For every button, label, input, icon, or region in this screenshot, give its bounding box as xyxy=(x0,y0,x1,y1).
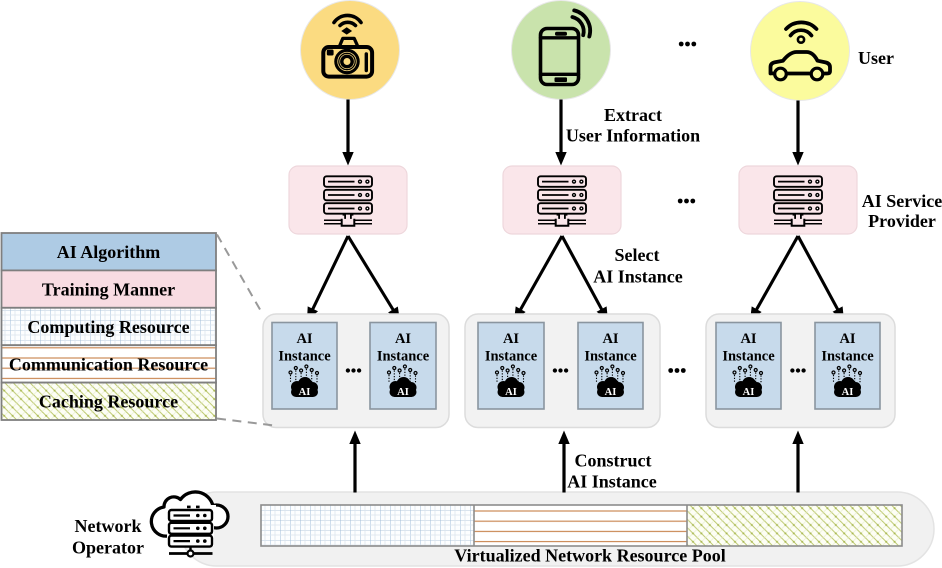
svg-text:AI: AI xyxy=(842,387,854,398)
svg-text:Communication Resource: Communication Resource xyxy=(9,354,208,374)
svg-text:AI Instance: AI Instance xyxy=(567,472,657,492)
svg-text:Instance: Instance xyxy=(722,349,775,365)
svg-text:Select: Select xyxy=(615,245,660,265)
svg-text:Instance: Instance xyxy=(485,349,538,365)
svg-text:AI Service: AI Service xyxy=(862,191,942,211)
svg-text:Network: Network xyxy=(75,516,142,536)
svg-text:Virtualized Network Resource P: Virtualized Network Resource Pool xyxy=(454,546,725,566)
svg-text:AI Instance: AI Instance xyxy=(593,267,683,287)
svg-text:AI: AI xyxy=(839,331,855,347)
svg-text:AI: AI xyxy=(395,331,411,347)
svg-text:Training Manner: Training Manner xyxy=(42,280,175,300)
svg-text:Computing Resource: Computing Resource xyxy=(27,317,189,337)
svg-text:AI Algorithm: AI Algorithm xyxy=(57,242,161,262)
svg-text:AI: AI xyxy=(605,387,617,398)
svg-text:AI: AI xyxy=(299,387,311,398)
svg-text:AI: AI xyxy=(503,331,519,347)
svg-text:Instance: Instance xyxy=(821,349,874,365)
svg-text:AI: AI xyxy=(397,387,409,398)
svg-text:Operator: Operator xyxy=(72,538,144,558)
svg-text:AI: AI xyxy=(505,387,517,398)
svg-text:User Information: User Information xyxy=(566,126,700,146)
svg-text:Instance: Instance xyxy=(584,349,637,365)
svg-text:AI: AI xyxy=(743,387,755,398)
svg-text:AI: AI xyxy=(740,331,756,347)
svg-text:Construct: Construct xyxy=(575,451,652,471)
svg-text:Instance: Instance xyxy=(278,349,331,365)
svg-text:Extract: Extract xyxy=(604,105,662,125)
svg-text:Instance: Instance xyxy=(377,349,430,365)
svg-text:Provider: Provider xyxy=(868,211,936,231)
svg-text:AI: AI xyxy=(296,331,312,347)
svg-text:AI: AI xyxy=(602,331,618,347)
svg-text:User: User xyxy=(858,48,894,68)
svg-text:Caching Resource: Caching Resource xyxy=(39,392,178,412)
